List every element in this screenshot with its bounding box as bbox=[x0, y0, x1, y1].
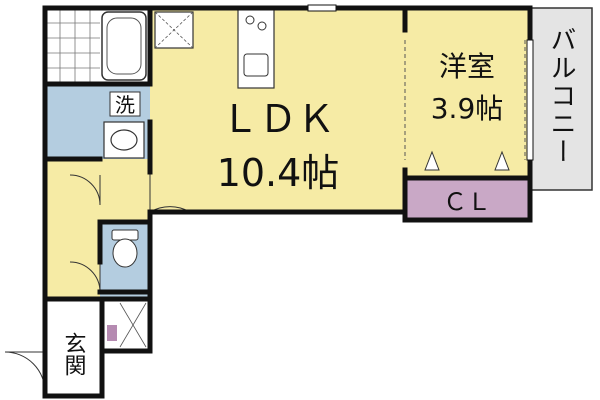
bath-tiles bbox=[45, 8, 100, 84]
bedroom-size: 3.9帖 bbox=[431, 92, 504, 125]
entrance-area bbox=[45, 299, 102, 396]
closet-label: ＣＬ bbox=[443, 188, 491, 216]
bedroom-room bbox=[405, 8, 530, 178]
window bbox=[526, 39, 534, 161]
stove-burner-icon bbox=[245, 15, 255, 25]
bedroom-name: 洋室 bbox=[439, 50, 495, 83]
kitchen-sink-icon bbox=[243, 53, 269, 77]
entrance-label: 玄関 bbox=[61, 332, 86, 376]
bathtub-inner bbox=[106, 17, 142, 75]
ldk-name: ＬＤＫ bbox=[221, 97, 335, 141]
storage-mark bbox=[107, 325, 117, 341]
stove-burner-icon bbox=[257, 21, 267, 31]
closet-room bbox=[405, 178, 530, 220]
sink-icon bbox=[110, 129, 138, 151]
bathtub-icon bbox=[101, 11, 147, 81]
washroom-label: 洗 bbox=[115, 93, 135, 117]
window bbox=[307, 4, 337, 12]
balcony-label: バルコニー bbox=[546, 26, 576, 166]
toilet-icon bbox=[112, 238, 138, 268]
washer-space bbox=[109, 91, 141, 117]
ldk-size: 10.4帖 bbox=[217, 151, 340, 195]
bedroom-door-marks bbox=[424, 150, 510, 171]
